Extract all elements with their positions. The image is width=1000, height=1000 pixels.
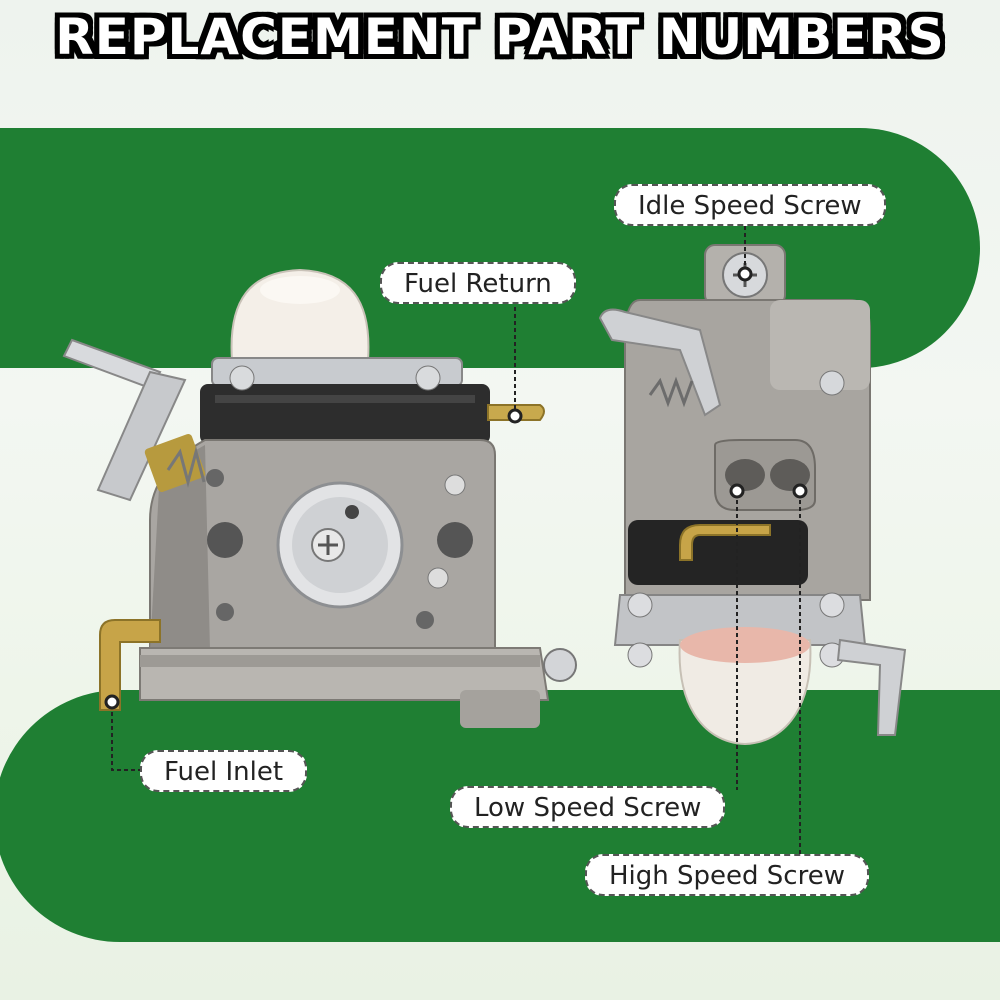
label-high-speed-screw: High Speed Screw — [585, 854, 869, 896]
idle-speed-dot — [737, 266, 753, 282]
high-speed-dot — [792, 483, 808, 499]
label-idle-speed-screw: Idle Speed Screw — [614, 184, 886, 226]
page-title: REPLACEMENT PART NUMBERS — [55, 8, 945, 66]
fuel-return-dot — [507, 408, 523, 424]
leader-lines — [111, 226, 801, 860]
right-carburetor-image — [598, 244, 907, 746]
left-carburetor-image — [62, 268, 577, 728]
low-speed-dot — [729, 483, 745, 499]
fuel-inlet-dot — [104, 694, 120, 710]
label-low-speed-screw: Low Speed Screw — [450, 786, 726, 828]
label-fuel-return: Fuel Return — [380, 262, 576, 304]
fuel-inlet-leader — [111, 705, 140, 771]
callout-dots — [104, 266, 808, 710]
label-fuel-inlet: Fuel Inlet — [140, 750, 308, 792]
